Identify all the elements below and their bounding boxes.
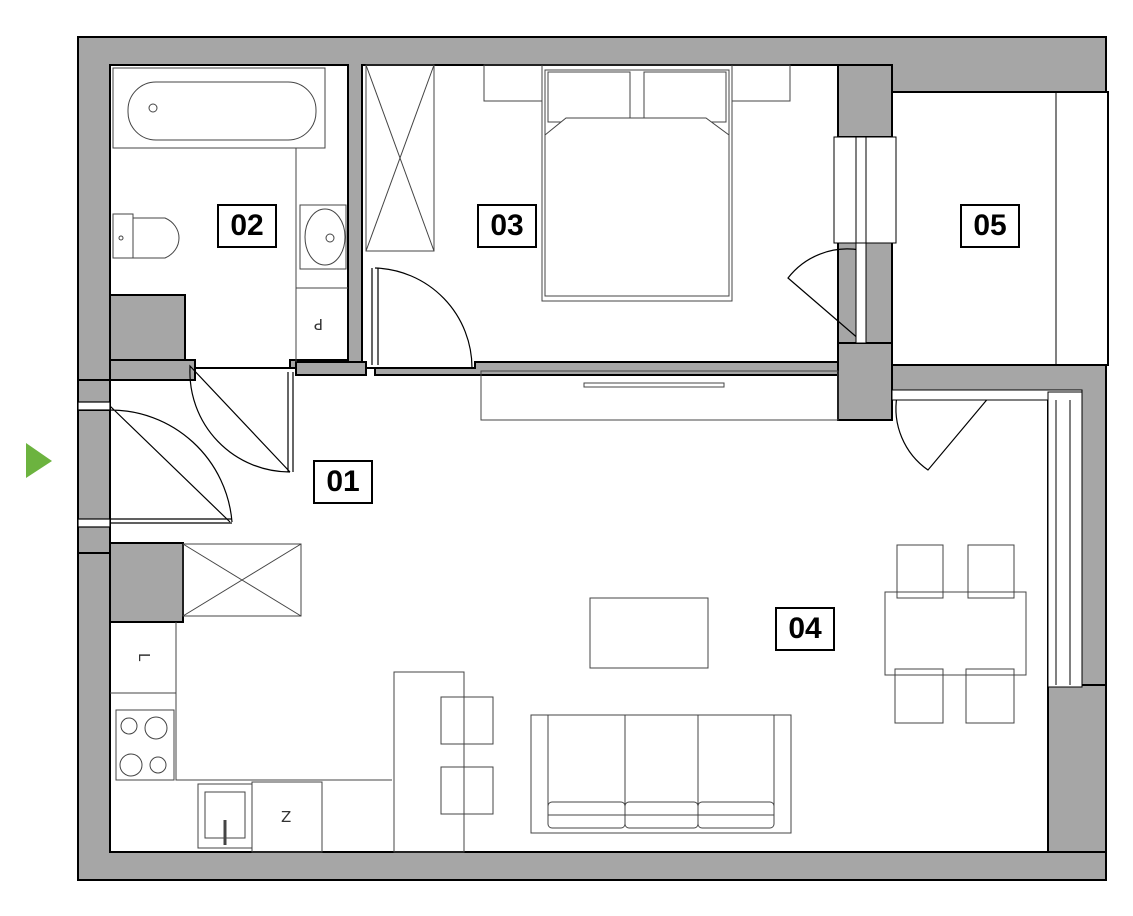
hall-furniture xyxy=(182,370,839,617)
doors xyxy=(77,248,991,528)
hall-cabinet xyxy=(182,543,302,617)
wall-stub xyxy=(295,361,367,376)
kitchen-cabinet xyxy=(251,781,323,853)
cabinet-letter: Z xyxy=(281,808,292,826)
door-jamb xyxy=(77,401,111,411)
bedroom-door xyxy=(374,267,473,369)
coffee-table xyxy=(589,597,709,669)
toilet-button-icon xyxy=(118,235,124,241)
wall-stub xyxy=(837,64,893,138)
burner-icon xyxy=(144,716,168,740)
hall-rail xyxy=(583,382,725,388)
wall-stub xyxy=(109,359,196,381)
burner-icon xyxy=(149,756,167,774)
room-label-bedroom: 03 xyxy=(477,204,537,248)
living-furniture xyxy=(530,544,1027,834)
bedroom-furniture xyxy=(365,64,791,302)
wardrobe-cross xyxy=(365,64,435,252)
wall-stub xyxy=(837,342,893,421)
room-label-living: 04 xyxy=(775,607,835,651)
chair xyxy=(965,668,1015,724)
sink-basin xyxy=(304,208,346,266)
burner-icon xyxy=(120,717,138,735)
sink xyxy=(299,204,347,270)
bathroom-box-letter: P xyxy=(314,315,324,333)
balcony-door-bedroom xyxy=(787,248,861,341)
chair xyxy=(896,544,944,599)
window-living-side xyxy=(1047,391,1083,688)
chair xyxy=(894,668,944,724)
bathtub-inner xyxy=(127,81,317,141)
dining-table xyxy=(884,591,1027,676)
entrance-arrow-icon xyxy=(26,443,52,478)
wall-stubs xyxy=(77,64,1107,853)
room-label-balcony: 05 xyxy=(960,204,1020,248)
room-label-hall: 01 xyxy=(313,460,373,504)
wardrobe xyxy=(365,64,435,252)
chair xyxy=(967,544,1015,599)
bar-stool xyxy=(440,696,494,745)
bar-stool xyxy=(440,766,494,815)
kitchen-counter xyxy=(175,622,392,781)
balcony-door-living xyxy=(895,395,991,471)
sink-drain-icon xyxy=(325,233,335,243)
wall-stub xyxy=(109,542,184,623)
cabinet-cross xyxy=(182,543,302,617)
bathtub xyxy=(112,67,326,149)
floor-living xyxy=(109,367,1053,853)
stove xyxy=(115,709,175,781)
bathroom-door xyxy=(189,364,291,473)
bathroom-fixtures xyxy=(112,67,348,362)
wall-stub xyxy=(77,522,111,554)
door-jamb xyxy=(77,518,111,528)
sofa-seat xyxy=(697,714,775,816)
fridge-letter: L xyxy=(135,652,154,662)
wall-stub xyxy=(1047,684,1107,853)
burner-icon xyxy=(119,753,143,777)
kitchen-island xyxy=(393,671,465,853)
room-label-bathroom: 02 xyxy=(217,204,277,248)
toilet-bowl xyxy=(132,217,180,259)
drain-icon xyxy=(148,103,158,113)
bed xyxy=(541,64,733,302)
kitchen xyxy=(110,622,494,853)
windows xyxy=(833,92,1107,688)
window-frame xyxy=(855,242,867,344)
sofa-cushion xyxy=(697,801,775,829)
duvet xyxy=(544,117,730,297)
window-bedroom xyxy=(833,136,897,244)
hall-shelf xyxy=(480,370,839,421)
wall-stub xyxy=(109,294,186,361)
